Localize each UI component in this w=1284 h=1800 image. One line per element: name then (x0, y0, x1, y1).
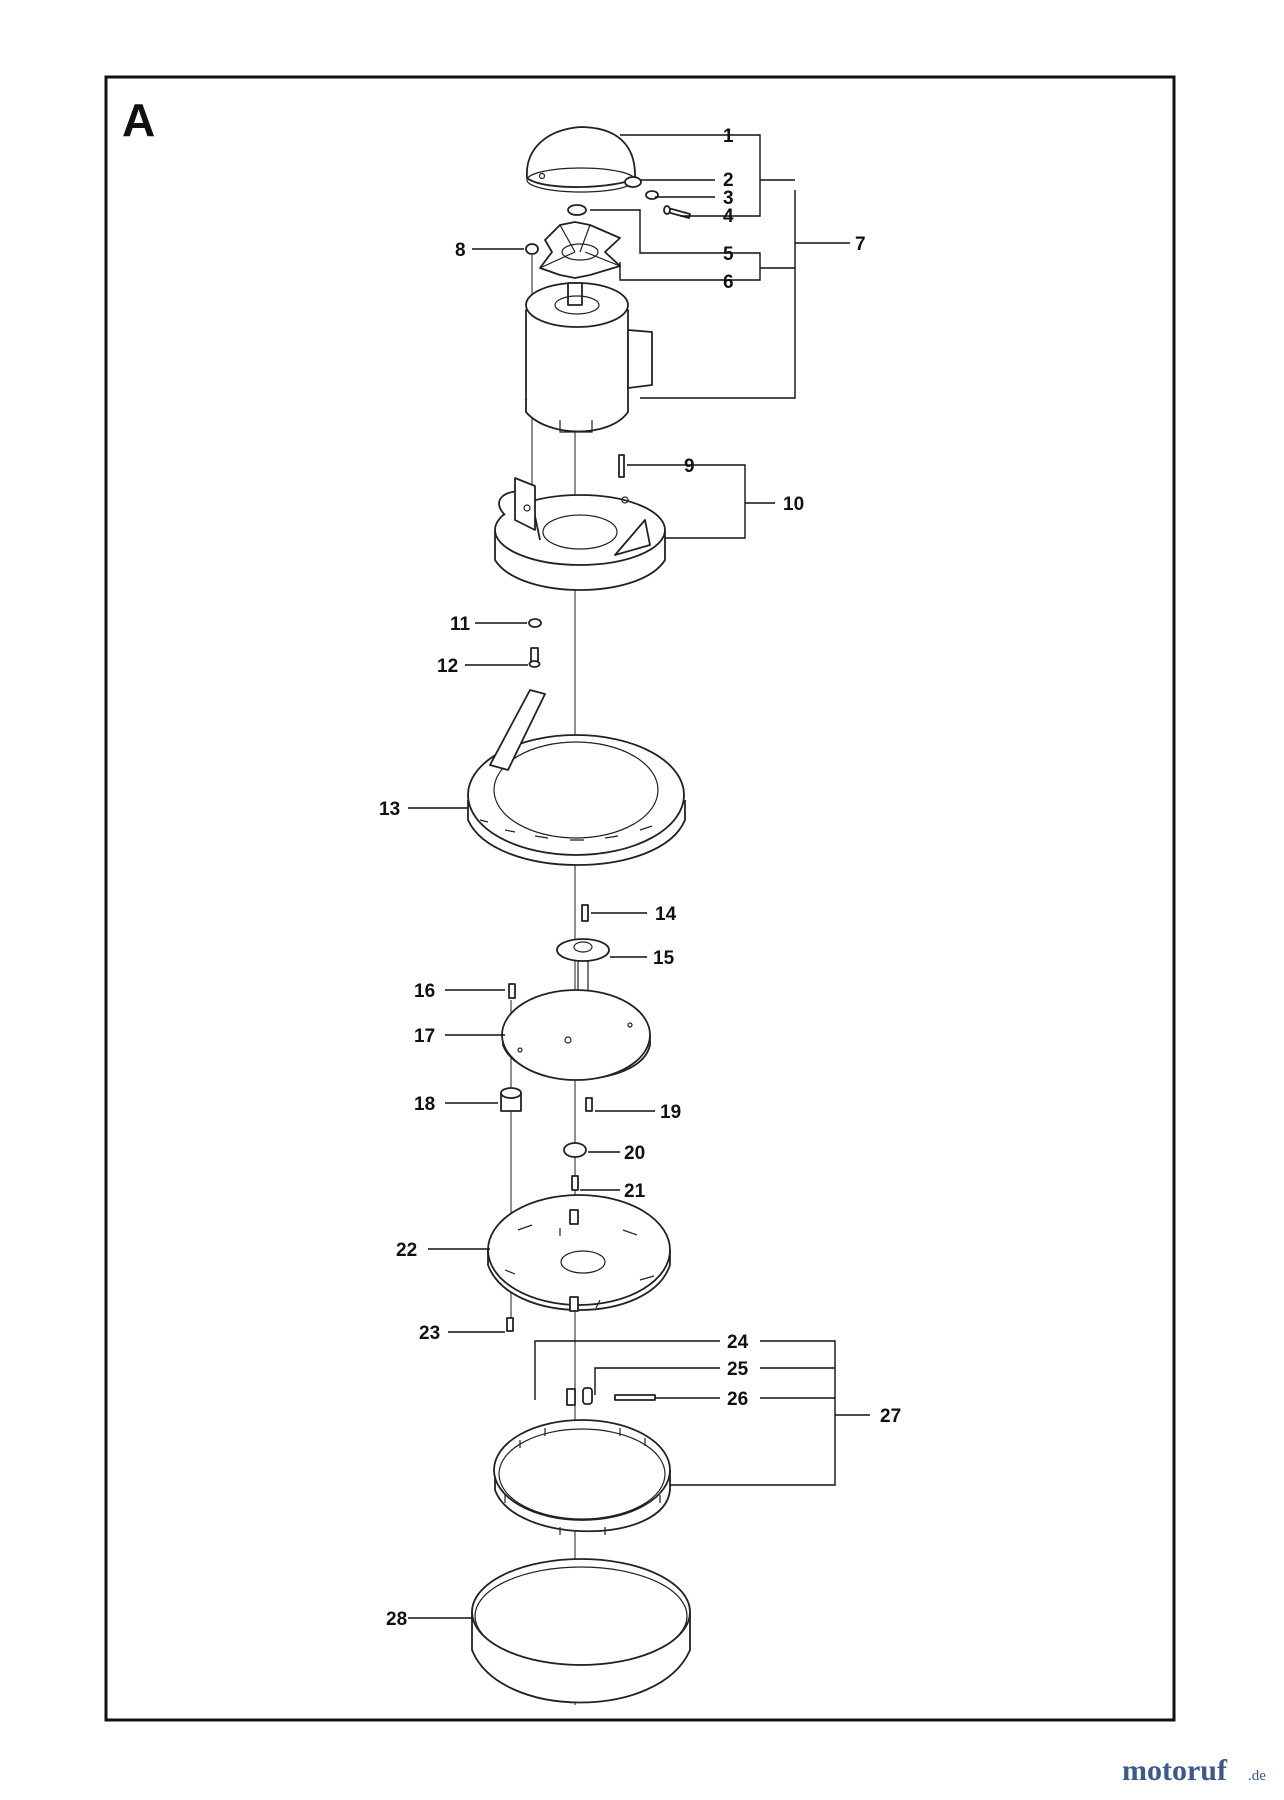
watermark-logo: motoruf .de (1122, 1754, 1266, 1787)
callout-16: 16 (414, 981, 435, 1002)
callout-9: 9 (684, 456, 695, 477)
part-pin-14 (581, 904, 589, 922)
part-clamp-set (566, 1387, 656, 1406)
section-label: A (122, 94, 155, 146)
callout-5: 5 (723, 244, 734, 265)
callout-10: 10 (783, 494, 804, 515)
callout-11: 11 (450, 614, 471, 635)
callout-14: 14 (655, 904, 677, 925)
callout-15: 15 (653, 948, 675, 969)
callout-24: 24 (727, 1332, 749, 1353)
callout-17: 17 (414, 1026, 435, 1047)
part-dome-cap (526, 126, 636, 193)
part-washer-11 (528, 618, 542, 628)
part-tab-ring-27 (493, 1419, 671, 1535)
callout-20: 20 (624, 1143, 645, 1164)
callout-4: 4 (723, 206, 734, 227)
part-screw-21 (571, 1175, 579, 1191)
callout-23: 23 (419, 1323, 440, 1344)
callout-27: 27 (880, 1406, 901, 1427)
part-screw-16 (508, 983, 516, 999)
callout-13: 13 (379, 799, 400, 820)
watermark-suffix: .de (1248, 1768, 1266, 1784)
part-bolt-12 (528, 647, 541, 668)
callout-22: 22 (396, 1240, 417, 1261)
diagram-frame (104, 75, 1176, 1722)
part-screw-23 (506, 1317, 514, 1332)
part-band-28 (471, 1558, 691, 1704)
part-motor (525, 282, 653, 433)
callout-6: 6 (723, 272, 734, 293)
callout-19: 19 (660, 1102, 681, 1123)
part-pin-9 (618, 454, 625, 478)
callout-8: 8 (455, 240, 466, 261)
watermark-brand: motoruf (1122, 1754, 1228, 1787)
callout-21: 21 (624, 1181, 646, 1202)
part-bushing-20 (563, 1142, 587, 1158)
callout-12: 12 (437, 656, 458, 677)
callout-1: 1 (723, 126, 734, 147)
part-o-ring (567, 204, 587, 216)
part-plate-17 (501, 989, 651, 1081)
callout-3: 3 (723, 188, 734, 209)
callout-2: 2 (723, 170, 734, 191)
part-disc-22 (487, 1194, 671, 1312)
callout-7: 7 (855, 234, 866, 255)
callout-28: 28 (386, 1609, 407, 1630)
callout-25: 25 (727, 1359, 749, 1380)
part-fan-wheel (539, 221, 621, 279)
part-spacer-18 (500, 1087, 522, 1112)
part-housing-ring (467, 689, 686, 866)
part-nut-8 (525, 243, 539, 255)
callout-26: 26 (727, 1389, 748, 1410)
callout-18: 18 (414, 1094, 435, 1115)
part-screw-19 (585, 1097, 593, 1112)
part-motor-mount (494, 477, 666, 591)
leader-lines (408, 134, 870, 1619)
callout-labels: 1 2 3 4 5 6 7 8 9 10 11 12 13 14 15 16 1… (379, 126, 901, 1630)
